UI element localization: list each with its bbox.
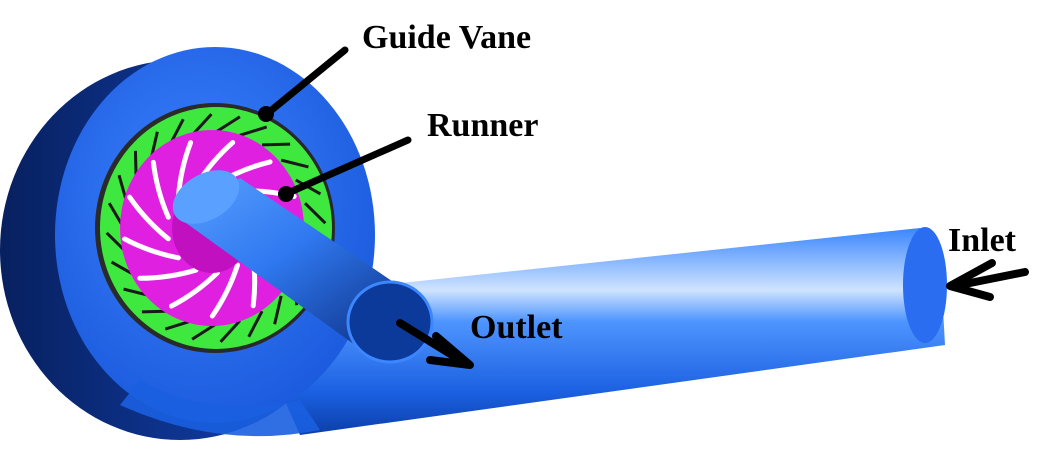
outlet-label: Outlet [470, 309, 563, 346]
inlet-pipe [240, 227, 947, 435]
guide-vane-blade [262, 142, 291, 147]
guide-vane-blade [239, 125, 268, 137]
guide-vane-blade [219, 319, 241, 343]
guide-vane-blade [280, 158, 309, 169]
runner-blade [127, 194, 171, 242]
outlet-arrow [396, 319, 474, 369]
runner-blade [122, 236, 181, 261]
guide-vane-label: Guide Vane [362, 19, 531, 56]
runner-pointer [278, 136, 412, 202]
outlet-pipe [172, 170, 434, 364]
inlet-label: Inlet [948, 222, 1017, 259]
runner-blade [209, 262, 241, 319]
guide-vane-blade [247, 310, 264, 338]
inlet-pipe-end [903, 227, 947, 343]
inlet-arrow [946, 259, 1029, 301]
guide-vane-pointer [258, 46, 349, 122]
runner-label: Runner [427, 107, 538, 144]
guide-vane-blade [273, 295, 283, 325]
runner-blade [168, 270, 220, 309]
guide-vane-blade [303, 202, 327, 225]
guide-vane-blade [191, 322, 217, 341]
runner-blade [150, 159, 171, 220]
outlet-pipe-end [348, 282, 432, 362]
guide-vane-blade [215, 115, 241, 134]
runner-blade [137, 267, 199, 281]
